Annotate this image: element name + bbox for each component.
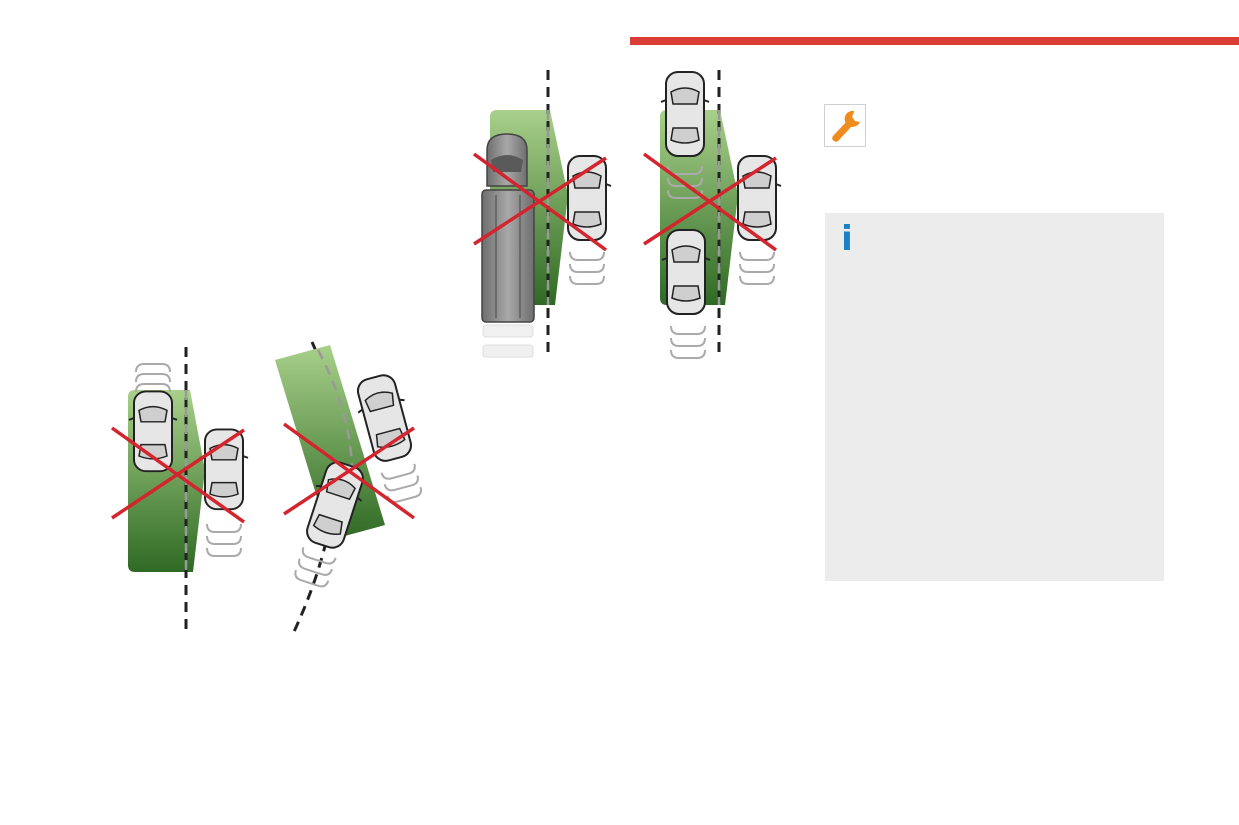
info-panel: i (825, 213, 1164, 581)
wrench-icon (824, 104, 866, 147)
illustration-car-ahead-in-zone (110, 347, 249, 635)
illustration-car-on-curve (275, 341, 424, 637)
info-icon: i (841, 219, 853, 259)
illustration-truck-alongside (472, 70, 612, 358)
illustration-cars-front-and-back (642, 70, 782, 359)
section-header-bar (630, 37, 1239, 45)
blind-spot-illustrations (110, 70, 782, 637)
